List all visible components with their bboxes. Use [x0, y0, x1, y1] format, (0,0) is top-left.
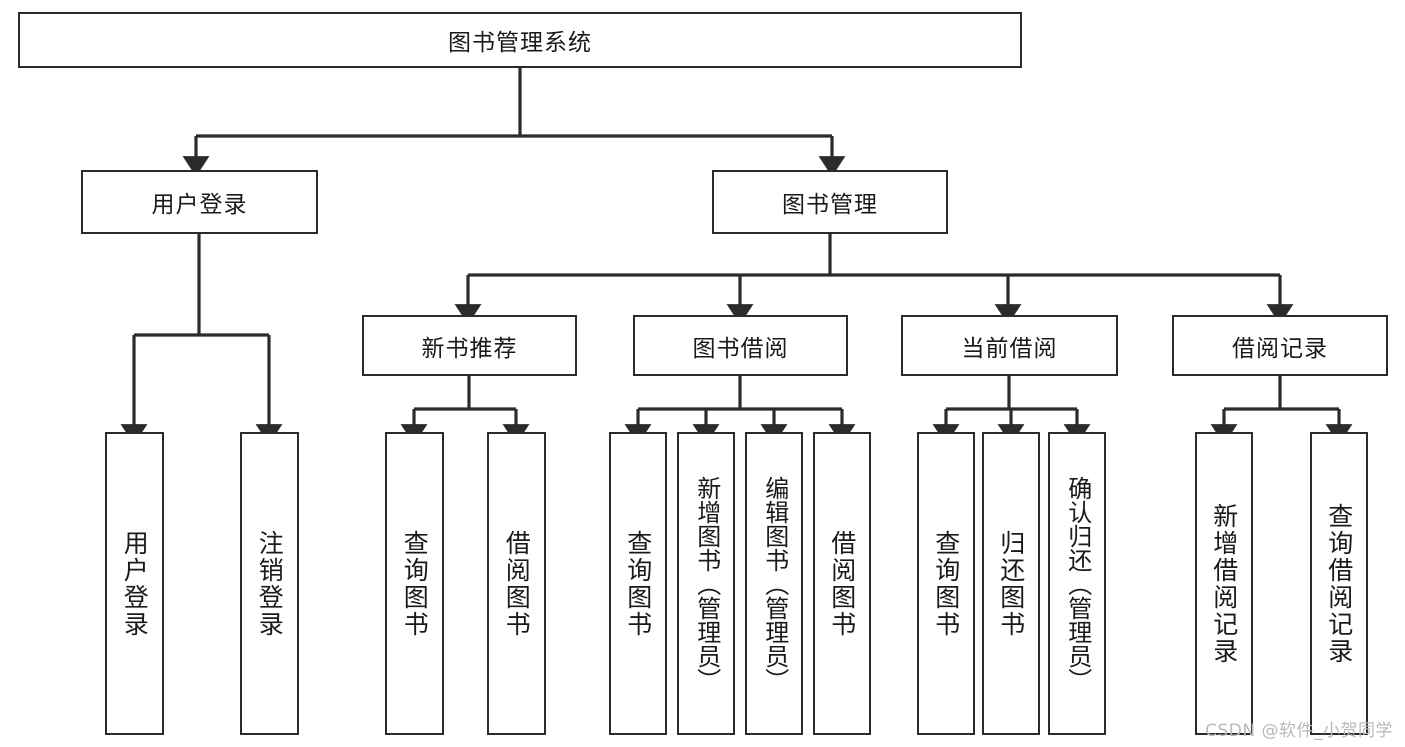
- leaf-query-book-borrow[interactable]: 查询图书: [609, 432, 667, 735]
- leaf-borrow-book[interactable]: 借阅图书: [813, 432, 871, 735]
- node-root[interactable]: 图书管理系统: [18, 12, 1022, 68]
- node-user-login[interactable]: 用户登录: [81, 170, 318, 234]
- node-book-management-label: 图书管理: [782, 192, 878, 218]
- leaf-add-borrow-record-label: 新增借阅记录: [1209, 502, 1239, 665]
- leaf-query-book-new[interactable]: 查询图书: [385, 432, 444, 735]
- leaf-query-book-new-label: 查询图书: [400, 529, 430, 638]
- leaf-query-book-current-label: 查询图书: [931, 529, 961, 638]
- leaf-user-login[interactable]: 用户登录: [105, 432, 164, 735]
- leaf-logout-label: 注销登录: [255, 529, 285, 638]
- node-root-label: 图书管理系统: [448, 30, 592, 56]
- node-borrow-records[interactable]: 借阅记录: [1172, 315, 1388, 376]
- leaf-query-borrow-record-label: 查询借阅记录: [1324, 502, 1354, 665]
- leaf-return-book-label: 归还图书: [996, 529, 1026, 638]
- node-new-book-recommend-label: 新书推荐: [421, 335, 518, 362]
- node-borrow-records-label: 借阅记录: [1232, 335, 1328, 362]
- node-book-borrow-label: 图书借阅: [692, 335, 789, 362]
- leaf-edit-book-admin[interactable]: 编辑图书（管理员）: [745, 432, 803, 735]
- node-book-management[interactable]: 图书管理: [712, 170, 948, 234]
- node-current-borrow[interactable]: 当前借阅: [901, 315, 1118, 376]
- leaf-add-book-admin-label: 新增图书（管理员）: [692, 475, 721, 692]
- leaf-confirm-return-admin-label: 确认归还（管理员）: [1063, 475, 1092, 692]
- leaf-add-borrow-record[interactable]: 新增借阅记录: [1195, 432, 1253, 735]
- leaf-return-book[interactable]: 归还图书: [982, 432, 1040, 735]
- node-current-borrow-label: 当前借阅: [961, 335, 1058, 362]
- watermark: CSDN @软件_小贺同学: [1205, 721, 1393, 741]
- leaf-borrow-book-label: 借阅图书: [827, 529, 857, 638]
- leaf-logout[interactable]: 注销登录: [240, 432, 299, 735]
- leaf-borrow-book-new-label: 借阅图书: [502, 529, 532, 638]
- leaf-query-book-current[interactable]: 查询图书: [917, 432, 975, 735]
- node-book-borrow[interactable]: 图书借阅: [633, 315, 848, 376]
- leaf-borrow-book-new[interactable]: 借阅图书: [487, 432, 546, 735]
- leaf-add-book-admin[interactable]: 新增图书（管理员）: [677, 432, 735, 735]
- leaf-query-borrow-record[interactable]: 查询借阅记录: [1310, 432, 1368, 735]
- node-user-login-label: 用户登录: [151, 192, 248, 218]
- leaf-query-book-borrow-label: 查询图书: [623, 529, 653, 638]
- leaf-confirm-return-admin[interactable]: 确认归还（管理员）: [1048, 432, 1106, 735]
- leaf-user-login-label: 用户登录: [120, 529, 150, 638]
- leaf-edit-book-admin-label: 编辑图书（管理员）: [760, 475, 789, 692]
- node-new-book-recommend[interactable]: 新书推荐: [362, 315, 577, 376]
